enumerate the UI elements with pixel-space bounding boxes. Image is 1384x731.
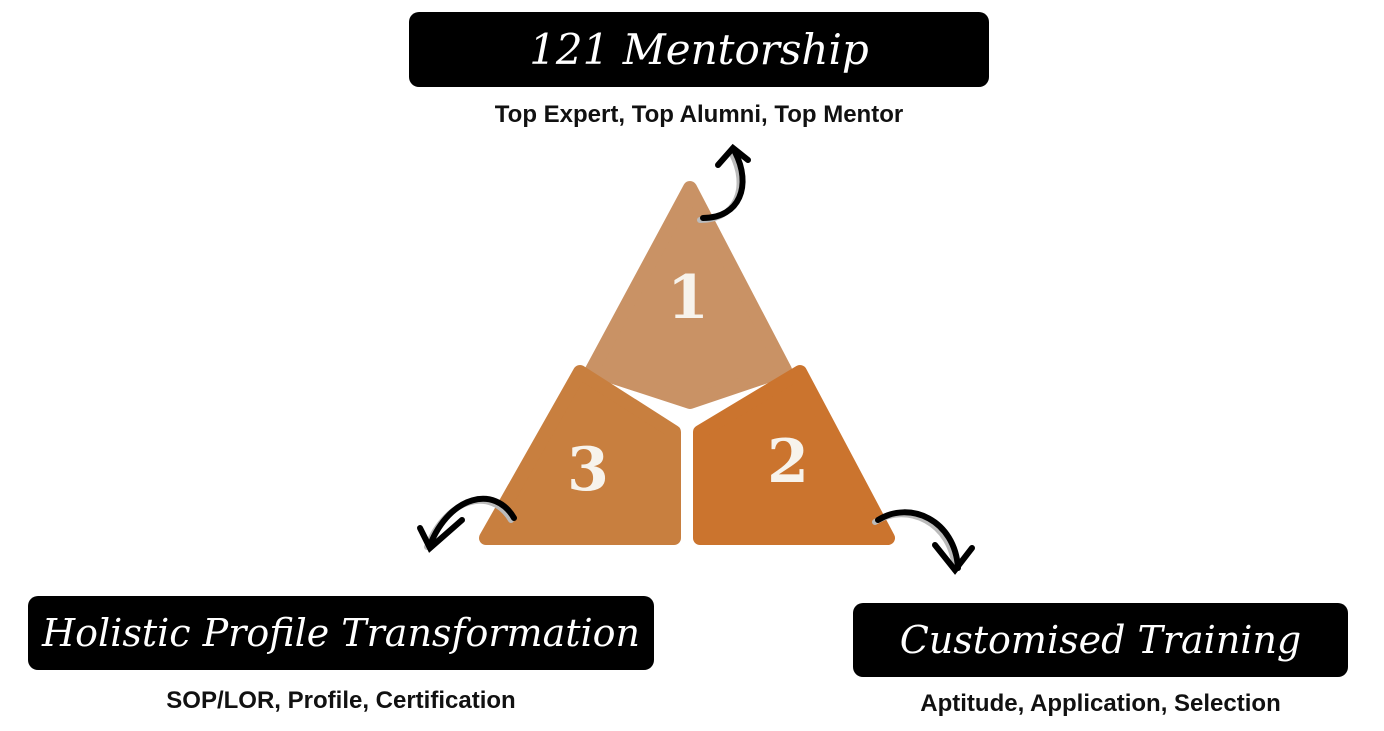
segment-1-number: 1 bbox=[667, 263, 709, 333]
arrow-right-icon bbox=[872, 509, 975, 575]
segment-1 bbox=[585, 181, 792, 409]
subtitle-mentorship: Top Expert, Top Alumni, Top Mentor bbox=[494, 101, 904, 128]
title-121-mentorship: 121 Mentorship bbox=[409, 12, 989, 87]
title-customised-training: Customised Training bbox=[853, 603, 1348, 677]
title-holistic-profile: Holistic Profile Transformation bbox=[28, 596, 654, 670]
subtitle-customised-training: Aptitude, Application, Selection bbox=[920, 690, 1281, 717]
segment-3-number: 3 bbox=[567, 435, 609, 505]
segment-2 bbox=[693, 365, 895, 545]
arrow-up-icon bbox=[697, 143, 751, 223]
subtitle-holistic-profile: SOP/LOR, Profile, Certification bbox=[166, 687, 516, 714]
segment-3 bbox=[479, 365, 681, 545]
curved-arrow-icons bbox=[417, 143, 975, 575]
arrow-left-icon bbox=[417, 495, 517, 553]
segment-2-number: 2 bbox=[767, 427, 809, 497]
